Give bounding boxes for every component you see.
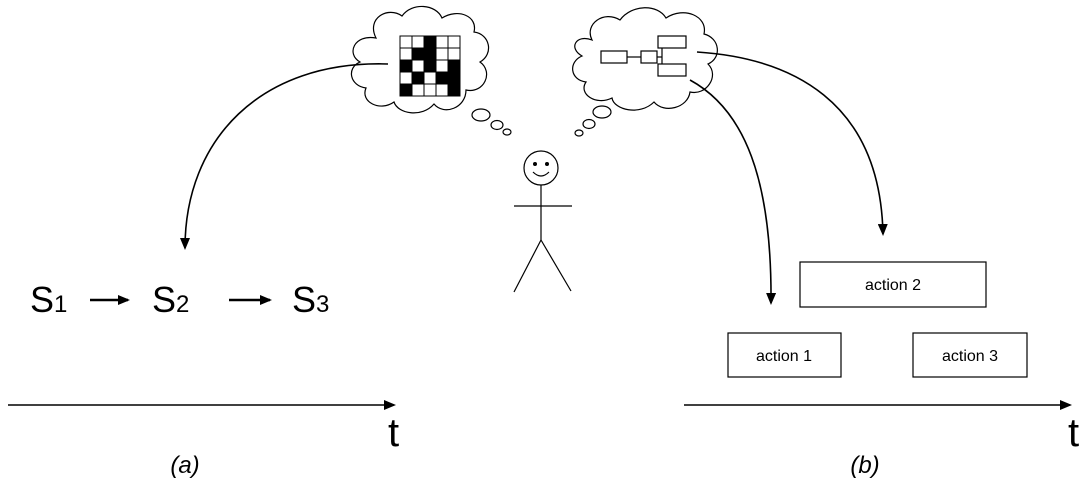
tree-structure-icon <box>600 35 687 77</box>
stick-figure-person <box>513 150 572 293</box>
head-circle <box>523 150 559 186</box>
time-axis-left-label: t <box>388 411 399 455</box>
pixel-grid-icon <box>399 35 461 97</box>
grid-cell <box>399 83 413 97</box>
state-3: S3 <box>292 279 329 320</box>
action-1-label: action 1 <box>756 348 812 365</box>
grid-cell <box>399 71 413 85</box>
grid-cell <box>423 47 437 61</box>
smile <box>532 171 550 177</box>
action-3-label: action 3 <box>942 348 998 365</box>
grid-cell <box>411 59 425 73</box>
action-1-box <box>727 332 842 378</box>
grid-cell <box>447 83 461 97</box>
arrow-tree-to-action1 <box>689 79 777 305</box>
grid-cell <box>447 59 461 73</box>
left-leg <box>513 239 542 293</box>
grid-cell <box>399 47 413 61</box>
right-thought-bubble-medium <box>582 118 596 130</box>
action-2-box <box>799 261 987 308</box>
right-thought-bubble-large <box>592 105 612 119</box>
grid-cell <box>435 83 449 97</box>
left-thought-cloud <box>350 5 512 136</box>
time-axis-right-label: t <box>1068 411 1079 455</box>
right-leg <box>540 239 572 292</box>
grid-cell <box>435 59 449 73</box>
action-3-box <box>912 332 1028 378</box>
state-1: S1 <box>30 279 67 320</box>
panel-label-b: (b) <box>850 452 879 479</box>
state-sequence: S1 S2 S3 <box>30 279 329 320</box>
left-thought-bubble-large <box>471 108 491 122</box>
grid-cell <box>423 59 437 73</box>
left-thought-bubble-medium <box>490 119 504 131</box>
grid-cell <box>423 83 437 97</box>
grid-cell <box>423 71 437 85</box>
grid-cell <box>435 47 449 61</box>
state-2: S2 <box>152 279 189 320</box>
left-eye <box>533 162 537 166</box>
arrow-grid-to-states <box>180 63 389 250</box>
panel-label-a: (a) <box>170 452 199 479</box>
grid-cell <box>399 35 413 49</box>
right-eye <box>545 162 549 166</box>
grid-cell <box>411 47 425 61</box>
action-2-label: action 2 <box>865 277 921 294</box>
grid-cell <box>435 71 449 85</box>
grid-cell <box>411 35 425 49</box>
grid-cell <box>411 71 425 85</box>
action-boxes: action 2 action 1 action 3 <box>727 261 1028 378</box>
grid-cell <box>411 83 425 97</box>
arrow-tree-to-action2 <box>696 51 888 236</box>
grid-cell <box>447 71 461 85</box>
left-thought-bubble-small <box>502 128 512 136</box>
grid-cell <box>447 47 461 61</box>
right-thought-bubble-small <box>574 129 584 137</box>
grid-cell <box>447 35 461 49</box>
grid-cell <box>435 35 449 49</box>
grid-cell <box>423 35 437 49</box>
grid-cell <box>399 59 413 73</box>
right-thought-cloud <box>572 7 718 137</box>
